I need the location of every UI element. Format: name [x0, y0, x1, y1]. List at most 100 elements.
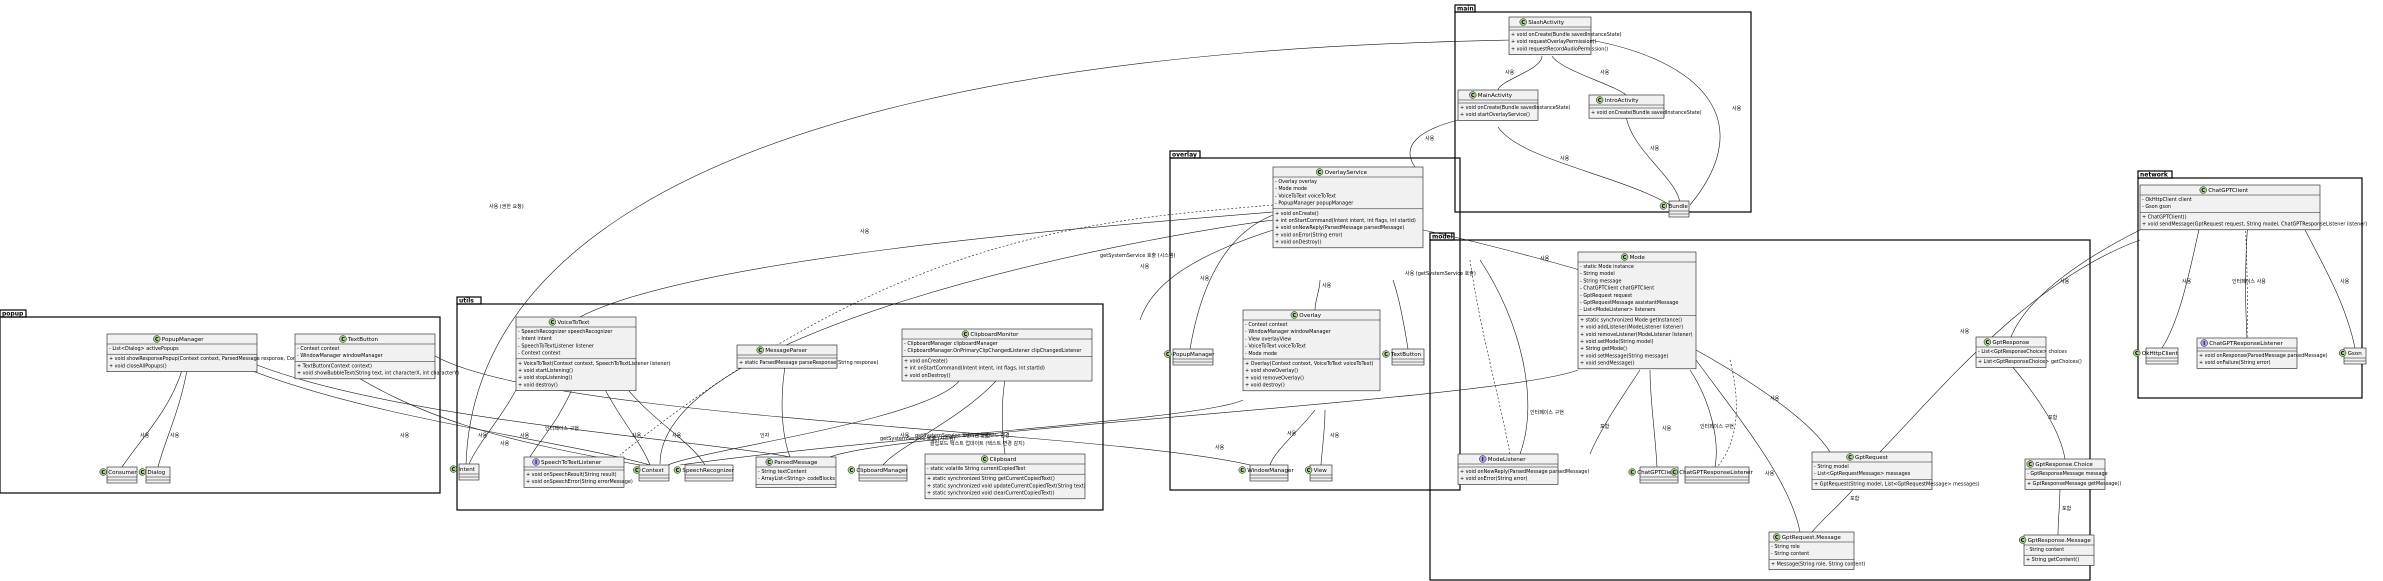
class-field: - String textContent	[758, 469, 807, 475]
relation-label: 사용	[2340, 278, 2350, 285]
class-field: - VoiceToText voiceToText	[1245, 344, 1306, 350]
class-icon	[2018, 536, 2027, 544]
package-frame	[0, 316, 441, 494]
class-method: + String getMode()	[1580, 346, 1627, 352]
class-box	[1172, 348, 1214, 366]
stereotype-letter: C	[676, 468, 680, 474]
class-icon	[1659, 202, 1668, 210]
stereotype-letter: C	[1672, 470, 1676, 476]
class-field: - ClipboardManager clipboardManager	[904, 341, 999, 347]
relation-label: 인터페이스 구현	[1530, 409, 1564, 416]
stereotype-letter: C	[1318, 170, 1322, 176]
class-field: - WindowManager windowManager	[1245, 329, 1332, 335]
class-icon	[1773, 533, 1781, 541]
relation-line	[667, 379, 961, 466]
relation-line	[256, 364, 791, 458]
relation-label: 사용	[900, 432, 910, 439]
relation-label: 사용	[170, 432, 180, 439]
stereotype-letter: C	[635, 468, 639, 474]
stereotype-letter: C	[983, 457, 987, 463]
class-icon	[1469, 91, 1477, 99]
stereotype-letter: C	[1521, 20, 1525, 26]
stereotype-letter: C	[758, 348, 762, 354]
relation-edge: 사용	[1649, 369, 1672, 468]
class-name: ClipboardMonitor	[970, 332, 1019, 338]
relation-line	[2245, 219, 2249, 339]
relation-edge: 사용	[249, 369, 651, 466]
class-field: - Context context	[297, 346, 340, 352]
class-field: - WindowManager windowManager	[297, 353, 384, 359]
class-name: TextButton	[347, 337, 379, 343]
relation-edge: 사용	[121, 369, 183, 468]
relation-label: 사용	[1662, 425, 1672, 432]
class-name: GptResponse.Message	[2028, 538, 2092, 544]
class-icon	[756, 346, 764, 354]
relation-line	[1497, 55, 1543, 91]
class-name: GptResponse.Choice	[2035, 462, 2093, 468]
stereotype-letter: C	[1986, 340, 1990, 346]
relation-line	[2010, 229, 2141, 338]
dependency-line	[2244, 214, 2248, 339]
class-name: GptRequest.Message	[1782, 535, 1842, 541]
class-method: + void closeAllPopups()	[109, 363, 167, 369]
relation-label: 포함	[2048, 414, 2058, 421]
relation-edge: 인터페이스 사용	[2232, 219, 2266, 339]
relation-label: 사용	[1287, 430, 1297, 437]
package-main: main	[1454, 4, 1752, 213]
relation-label: 사용	[860, 228, 870, 235]
class-box	[2145, 347, 2179, 365]
relation-label: 사용	[1732, 105, 1742, 112]
package-name: model	[1432, 234, 1453, 241]
relation-line	[1189, 214, 1274, 350]
relation-line	[1314, 279, 1321, 311]
stereotype-letter: I	[1482, 457, 1484, 463]
relation-label: 사용	[1140, 263, 1150, 270]
relation-edge: 사용	[1497, 126, 1671, 206]
relation-line	[679, 399, 1244, 466]
stereotype-letter: C	[2135, 351, 2139, 357]
class-icon	[765, 458, 773, 466]
class-name: GptRequest	[1855, 455, 1889, 461]
package-frame	[1429, 239, 2091, 581]
class-box	[515, 316, 637, 391]
class-method: + void requestOverlayPermission()	[1511, 39, 1596, 45]
class-box	[1768, 531, 1855, 570]
relation-label: 포함	[2062, 505, 2072, 512]
package-name: main	[1457, 6, 1474, 13]
class-box	[1249, 464, 1289, 482]
class-method: + void onCreate()	[904, 358, 948, 364]
relation-edge: 사용 (권한 요청)	[465, 39, 1511, 465]
dependency-line	[619, 204, 1274, 456]
class-name: ChatGPTClient	[1637, 470, 1678, 476]
class-method: + void removeOverlay()	[1245, 375, 1304, 381]
relation-line	[157, 369, 188, 468]
class-field: - Gson gson	[2142, 204, 2171, 210]
class-icon	[449, 465, 458, 473]
package-popup: popup	[0, 309, 441, 494]
class-icon	[2133, 349, 2141, 357]
relation-line	[1589, 369, 1641, 455]
class-name: ChatGPTResponseListener	[1679, 470, 1753, 476]
class-method: + Message(String role, String content)	[1771, 561, 1865, 567]
class-method: + static synchronized Mode getInstance()	[1580, 317, 1682, 323]
class-icon	[339, 335, 347, 343]
relation-edge: 사용	[2161, 224, 2201, 349]
class-method: + List<GptResponseChoice> getChoices()	[1978, 359, 2082, 365]
class-field: - List<ModeListener> listeners	[1580, 307, 1656, 313]
relation-edge: 사용	[2010, 229, 2141, 338]
interface-icon	[2200, 339, 2208, 347]
relation-label: 사용	[2060, 278, 2070, 285]
class-box	[1684, 466, 1750, 484]
relation-label: 사용	[1600, 69, 1610, 76]
relation-label: 사용	[400, 432, 410, 439]
relation-label: 사용	[1650, 145, 1660, 152]
